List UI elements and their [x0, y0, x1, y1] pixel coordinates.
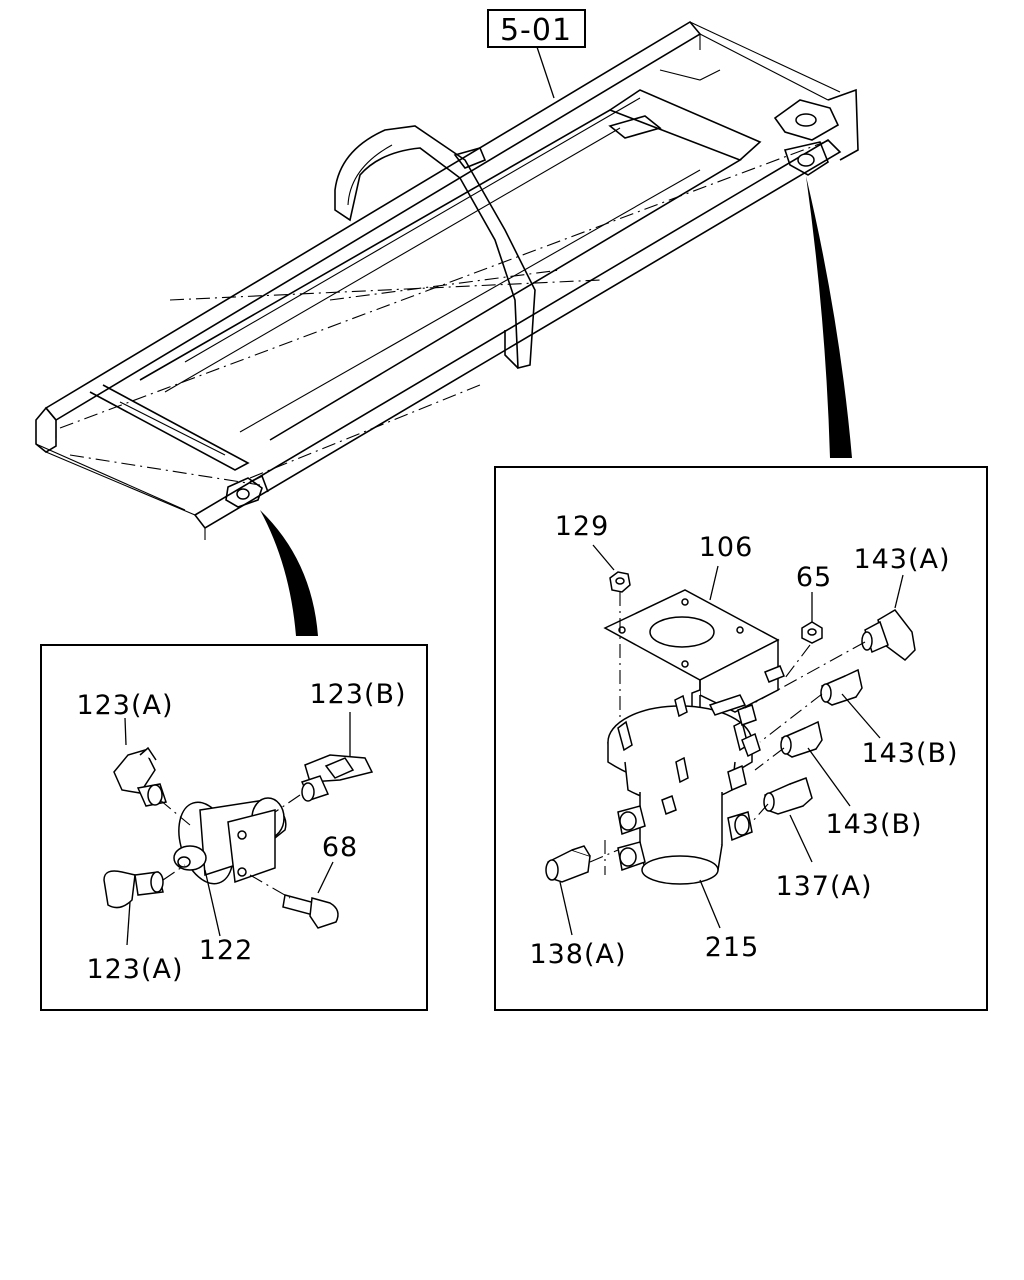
callout-65: 65	[796, 562, 832, 593]
frame-mounted-check-valve	[225, 474, 269, 508]
right-detail-panel: 129 106 65 143(A) 143(B) 143(B) 137(A) 1…	[494, 466, 988, 1011]
elbow-fitting-143a[interactable]	[861, 609, 916, 661]
elbow-fitting-123a-top[interactable]	[113, 746, 167, 807]
callout-129: 129	[555, 511, 610, 542]
frame-mounted-relay-valve	[773, 99, 840, 176]
callout-122: 122	[199, 935, 254, 966]
detail-pointer-left	[260, 510, 318, 636]
bolt-68[interactable]	[282, 894, 339, 929]
check-valve-122[interactable]	[169, 795, 287, 890]
callout-143b-upper: 143(B)	[861, 738, 958, 769]
callout-215: 215	[705, 932, 760, 963]
connector-143b-lower[interactable]	[780, 720, 823, 758]
callout-137a: 137(A)	[775, 871, 872, 902]
relay-valve-215[interactable]	[607, 694, 761, 885]
callout-143a: 143(A)	[853, 544, 950, 575]
reference-tag[interactable]: 5-01	[487, 9, 586, 48]
detail-pointer-right	[806, 176, 852, 458]
connector-138a[interactable]	[545, 845, 591, 883]
bracket-106[interactable]	[603, 589, 780, 727]
callout-123a-bottom: 123(A)	[86, 954, 183, 985]
callout-123a-top: 123(A)	[76, 690, 173, 721]
reference-tag-leader	[536, 46, 555, 99]
callout-143b-lower: 143(B)	[825, 809, 922, 840]
connector-143b-upper[interactable]	[820, 668, 863, 706]
nut-129[interactable]	[609, 571, 631, 593]
callout-123b: 123(B)	[309, 679, 406, 710]
left-detail-panel: 123(A) 123(B) 68 122 123(A)	[40, 644, 428, 1011]
nut-65[interactable]	[801, 621, 823, 644]
chassis-frame	[35, 20, 859, 540]
connector-137a[interactable]	[763, 777, 813, 815]
tee-fitting-123b[interactable]	[300, 754, 374, 802]
callout-138a: 138(A)	[529, 939, 626, 970]
elbow-fitting-123a-bottom[interactable]	[103, 870, 164, 909]
callout-68: 68	[322, 832, 358, 863]
callout-106: 106	[699, 532, 754, 563]
reference-tag-label: 5-01	[500, 13, 572, 48]
